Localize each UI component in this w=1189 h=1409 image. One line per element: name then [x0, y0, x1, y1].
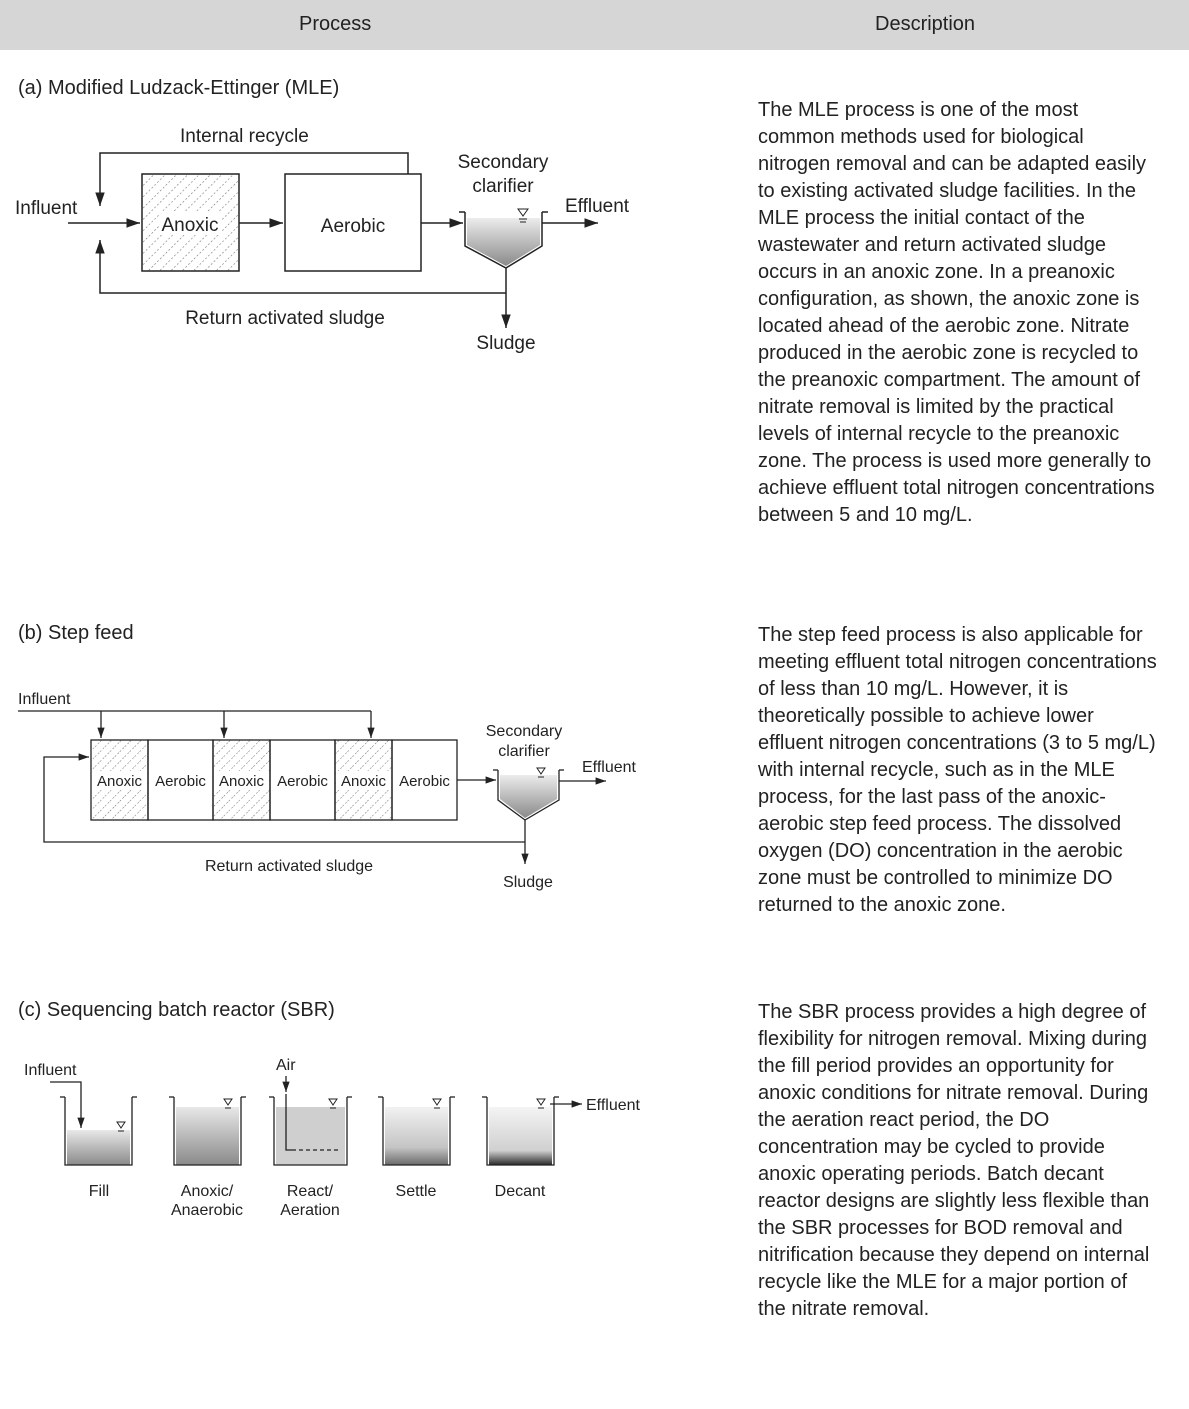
return-sludge-label: Return activated sludge — [185, 308, 385, 329]
process-column-header: Process — [299, 13, 372, 35]
step-effluent-label: Effluent — [582, 759, 637, 776]
sbr-effluent-label: Effluent — [586, 1097, 641, 1114]
stage-1-label: Fill — [89, 1183, 109, 1200]
sbr-section-title: (c) Sequencing batch reactor (SBR) — [18, 999, 335, 1021]
step-clarifier-label-line1: Secondary — [486, 723, 563, 740]
influent-label: Influent — [15, 198, 78, 219]
step-feed-influent-label: Influent — [18, 691, 71, 708]
effluent-label: Effluent — [565, 196, 630, 217]
clarifier-label-line1: Secondary — [458, 152, 549, 173]
decant-tank — [486, 1097, 555, 1166]
sbr-diagram: Influent Fill Anoxic/ Anaerobic Air Reac… — [24, 1057, 641, 1219]
table-header: Process Description — [0, 0, 1189, 50]
stage-3-label-line1: React/ — [287, 1183, 334, 1200]
anoxic-anaerobic-tank — [173, 1097, 242, 1166]
mle-section-title: (a) Modified Ludzack-Ettinger (MLE) — [18, 77, 340, 99]
stage-5-label: Decant — [495, 1183, 546, 1200]
mle-description: The MLE process is one of the most commo… — [758, 99, 1155, 526]
sbr-influent-label: Influent — [24, 1062, 77, 1079]
stage-2-label-line2: Anaerobic — [171, 1202, 243, 1219]
step-clarifier-label-line2: clarifier — [498, 743, 550, 760]
stage-4-label: Settle — [396, 1183, 437, 1200]
stage-2-label-line1: Anoxic/ — [181, 1183, 234, 1200]
settle-tank — [382, 1097, 451, 1166]
stage-3-label-line2: Aeration — [280, 1202, 340, 1219]
zone-6-label: Aerobic — [399, 773, 450, 790]
anoxic-label: Anoxic — [161, 215, 218, 236]
step-feed-description: The step feed process is also applicable… — [758, 624, 1157, 916]
clarifier-label-line2: clarifier — [472, 176, 534, 197]
react-aeration-tank — [273, 1097, 348, 1166]
zone-4-label: Aerobic — [277, 773, 328, 790]
fill-tank — [64, 1097, 133, 1166]
step-return-sludge-label: Return activated sludge — [205, 858, 373, 875]
zone-2-label: Aerobic — [155, 773, 206, 790]
mle-process-diagram: Internal recycle Influent Anoxic Aerobic… — [15, 126, 630, 354]
aerobic-label: Aerobic — [321, 216, 385, 237]
sbr-description: The SBR process provides a high degree o… — [758, 1001, 1150, 1320]
step-feed-diagram: Influent Anoxic Aerobic Anoxic Aerobic A… — [18, 691, 637, 891]
zone-5-label: Anoxic — [341, 773, 387, 790]
step-feed-section-title: (b) Step feed — [18, 622, 134, 644]
sludge-label: Sludge — [476, 333, 535, 354]
description-column-header: Description — [875, 13, 976, 35]
zone-1-label: Anoxic — [97, 773, 143, 790]
internal-recycle-label: Internal recycle — [180, 126, 309, 147]
step-sludge-label: Sludge — [503, 874, 553, 891]
zone-3-label: Anoxic — [219, 773, 265, 790]
air-label: Air — [276, 1057, 296, 1074]
